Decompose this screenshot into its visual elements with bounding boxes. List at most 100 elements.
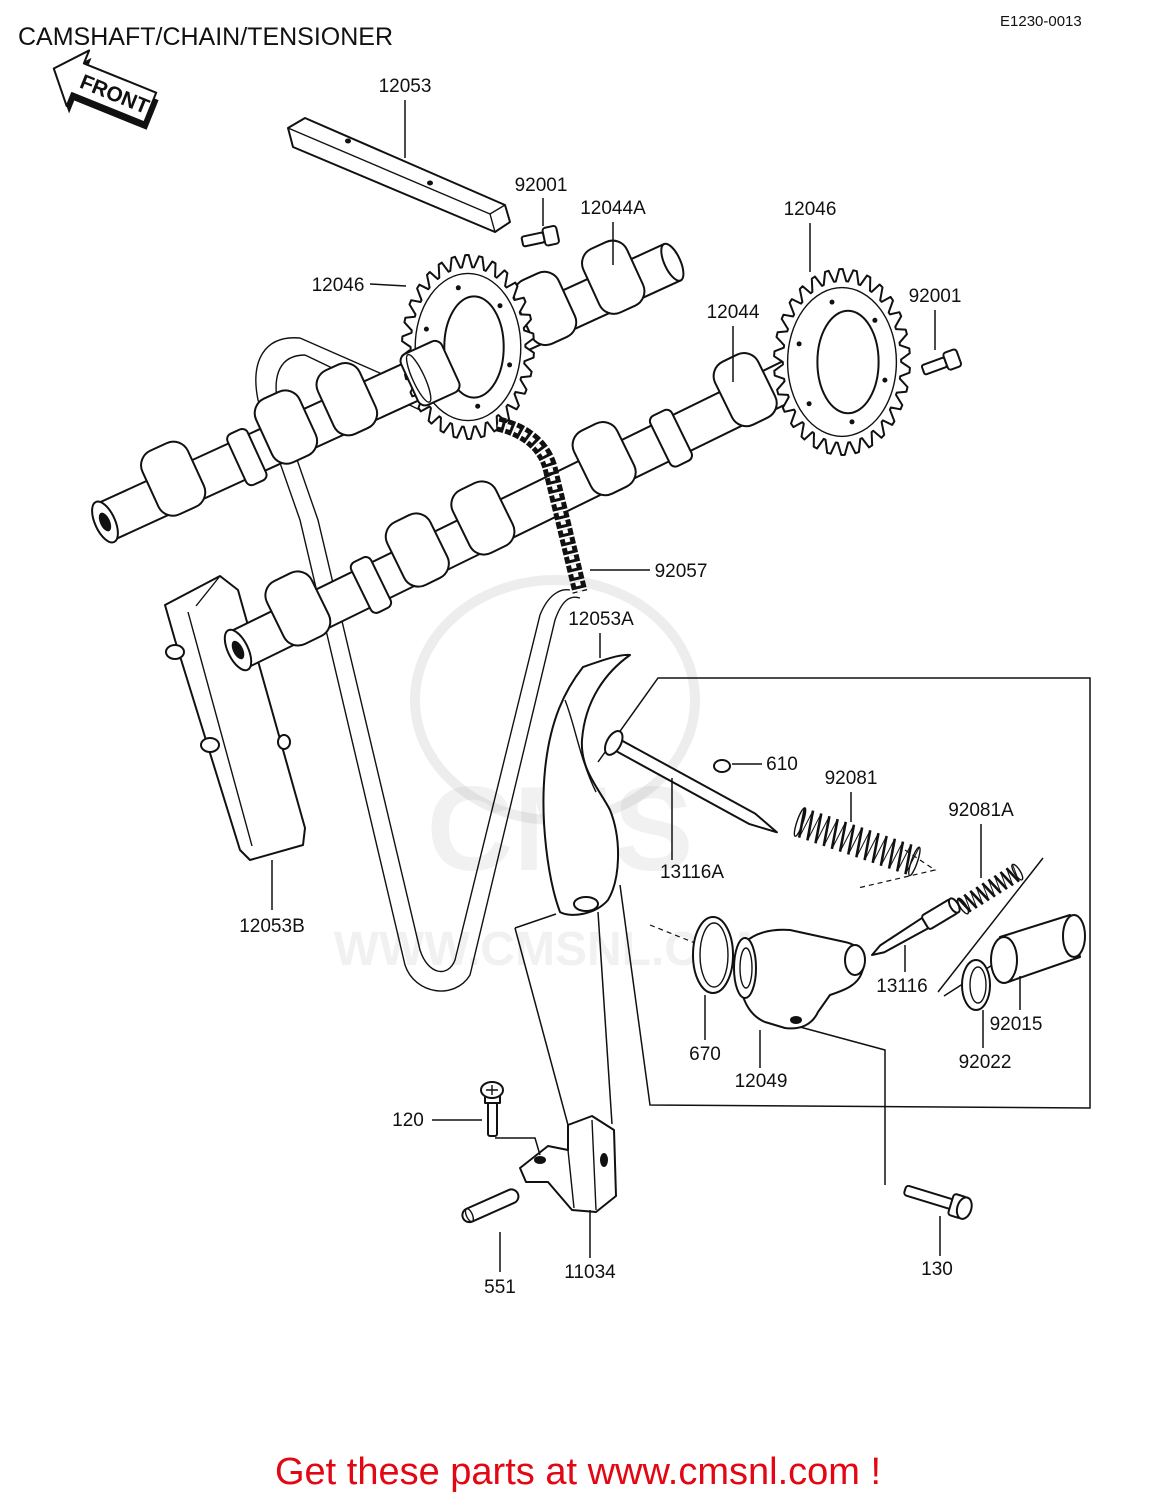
sprocket-bore [816,309,880,415]
spring-coil [999,871,1014,887]
pin-end [947,897,961,914]
callout-92001-right: 92001 [909,286,962,307]
sprocket-bolt-hole [882,377,888,383]
chain-guide-12053 [287,117,511,233]
spring-coil-back [798,810,814,838]
pin-body [461,1188,520,1224]
guide-hole [427,180,433,186]
guide-edge [187,575,253,847]
chain-loop-outer [255,337,581,992]
diagram-code: E1230-0013 [1000,13,1082,30]
spring-coil [822,816,831,847]
cam-journal [226,427,268,487]
bolt-92001-left [520,225,560,248]
callout-12044: 12044 [707,302,760,323]
leader-lines [271,100,1021,1272]
spring-coil-back [872,835,888,864]
footer-promo: Get these parts at www.cmsnl.com ! [275,1451,881,1493]
cam-journal [349,555,393,614]
callout-610: 610 [766,754,798,775]
callouts: 12053 92001 12044A 12046 12046 92001 120… [239,76,1042,1298]
callout-12044A: 12044A [580,198,646,219]
housing-body [737,928,865,1030]
bracket-11034 [519,1115,617,1213]
camshaft-12044 [223,338,846,672]
bolt-shank [487,1099,498,1137]
spring-coil [830,818,839,850]
callout-12046-right: 12046 [784,199,837,220]
callout-670: 670 [689,1044,721,1065]
bolt-120 [480,1081,541,1156]
spring-coil [1005,867,1020,883]
bracket-body [519,1115,617,1213]
callout-92022: 92022 [959,1052,1012,1073]
callout-11034: 11034 [564,1262,616,1283]
sprocket-bolt-hole [455,285,461,291]
o-ring-670 [692,916,734,994]
callout-92001-left: 92001 [515,175,568,196]
cam-chain-92057 [496,416,588,594]
cam-lobe [315,361,379,437]
cap-end [1062,914,1086,958]
front-arrow-icon: FRONT [52,49,159,130]
cam-lobe [450,480,516,556]
push-rod-13116A [603,730,778,834]
bracket-fold [567,1119,597,1211]
pin-taper [871,916,930,956]
spring-coil [846,824,856,855]
spring-coil-back [905,846,920,875]
sprocket-bolt-hole [829,299,835,305]
tensioner-housing-12049 [733,928,866,1030]
guide-knob [277,734,291,750]
housing-boss [844,944,866,976]
page-title: CAMSHAFT/CHAIN/TENSIONER [18,23,393,51]
spring-coil [987,878,1002,894]
sprocket-bolt-hole [872,317,878,323]
spring-coil-back [839,824,855,852]
guide-knob [165,644,185,660]
cam-lobe [571,421,637,497]
guide-hole [345,138,351,144]
callout-130: 130 [921,1259,953,1280]
cam-lobe [253,389,319,465]
spring-end [1011,863,1024,881]
assembly-line [495,1137,541,1156]
callout-92081A: 92081A [948,800,1014,821]
cam-hub-edge [405,353,432,403]
o-ring-inner [699,922,729,988]
guide-body [164,575,306,861]
spring-coil [904,844,913,875]
callout-120: 120 [392,1110,424,1131]
guide-blade-edge [564,699,597,793]
assembly-line [799,1026,886,1185]
bolt-head [541,225,560,247]
cam-lobe [384,512,450,588]
sprocket-bore [443,295,505,399]
sprocket-bolt-hole [806,401,812,407]
sprocket-bolt-hole [849,419,855,425]
guide-knob [200,737,220,753]
cap-face [990,936,1018,984]
cam-lobe [140,440,207,517]
pin-end [464,1207,475,1223]
cam-journal [648,408,694,468]
camshaft-hub [399,339,461,407]
cam-lobe [581,239,646,315]
cam-end [660,242,685,282]
spring-coil-back [815,816,830,844]
spring-coil-back [880,838,896,866]
spring-coil [879,835,888,866]
callout-12053A: 12053A [568,609,634,630]
callout-12046-left: 12046 [312,275,365,296]
spring-coil [855,827,864,858]
bolt-92001-right [920,348,963,376]
leader-12046-left [369,283,407,287]
spring-coil-back [888,841,904,869]
spring-coil-back [855,830,871,858]
washer-inner [969,966,987,1004]
housing-mount-hole [790,1016,802,1024]
spring-coil-back [847,827,863,855]
bolt-shank [903,1184,955,1210]
spring-coil-back [864,832,879,861]
